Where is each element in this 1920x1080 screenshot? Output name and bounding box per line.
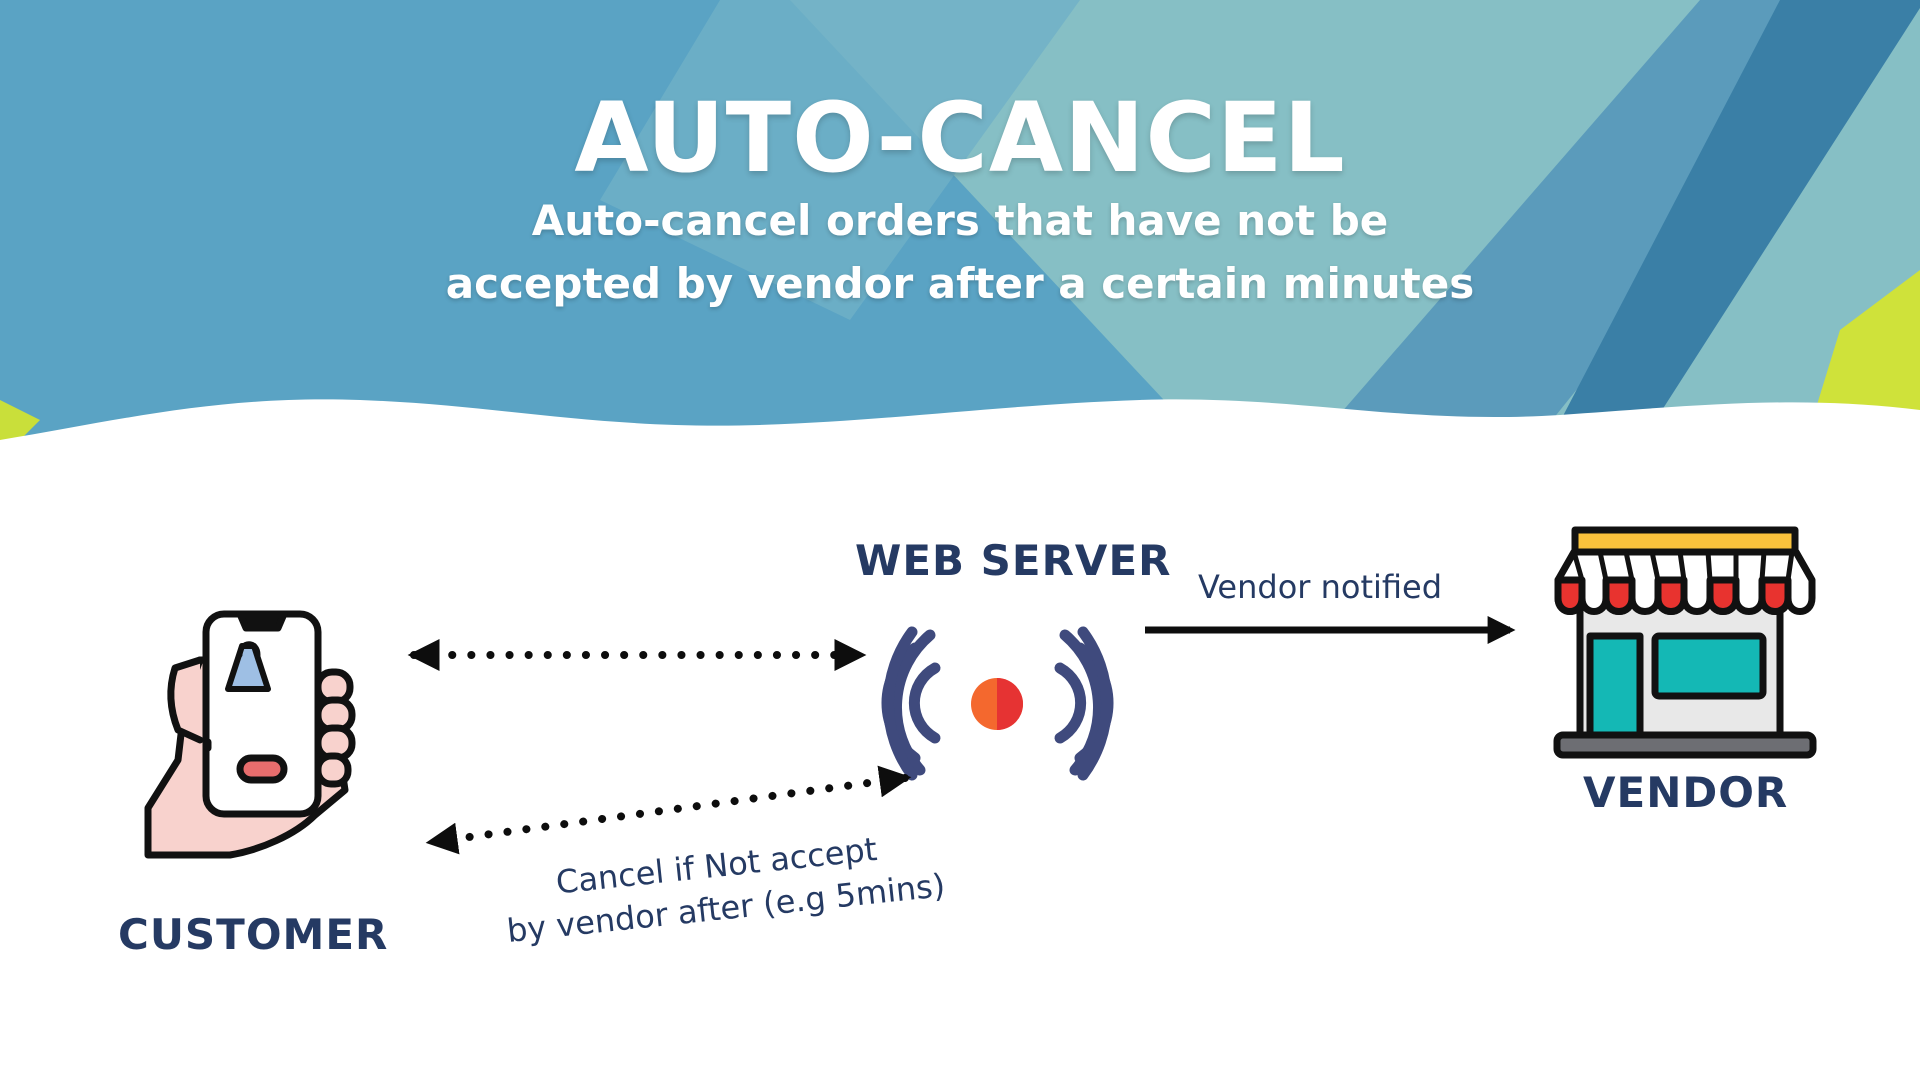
page-subtitle-line-1: Auto-cancel orders that have not be [531,196,1389,245]
page-subtitle-line-2: accepted by vendor after a certain minut… [445,259,1475,308]
storefront-icon [1553,526,1817,759]
page-title: AUTO-CANCEL [574,82,1346,194]
vendor-label: VENDOR [1583,768,1789,817]
edge-server-customer-cancel [425,765,912,855]
vendor-notified-label: Vendor notified [1198,568,1443,606]
banner-background [0,0,1920,460]
signal-core-icon [971,678,1023,730]
broadcast-signal-icon [881,626,1114,781]
web-server-label: WEB SERVER [855,536,1172,585]
header-banner [0,0,1920,460]
phone-shopping-hand-icon [144,610,356,859]
cancel-edge-label: Cancel if Not accept by vendor after (e.… [505,830,947,950]
customer-label: CUSTOMER [118,910,389,959]
